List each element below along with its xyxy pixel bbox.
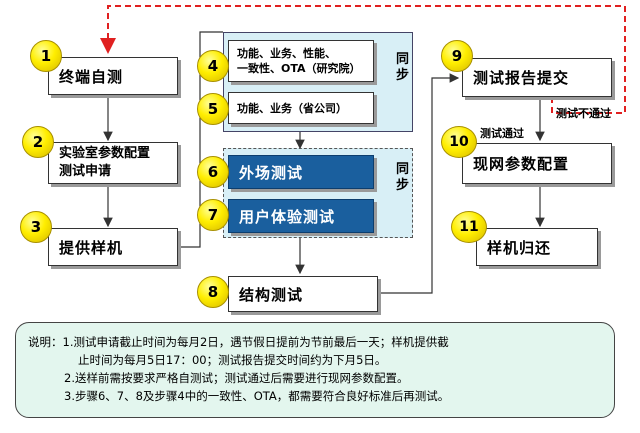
explanation-box: 说明：1.测试申请截止时间为每月2日，遇节假日提前为节前最后一天；样机提供截 止…	[15, 322, 615, 418]
step-7-label: 用户体验测试	[239, 207, 336, 226]
step-4-box: 功能、业务、性能、 一致性、OTA（研究院）	[228, 40, 374, 82]
step-9-badge: 9	[441, 40, 473, 72]
edge-label-pass: 测试通过	[480, 127, 524, 140]
step-11-box: 样机归还	[476, 228, 598, 266]
explanation-line-2: 2.送样前需按要求严格自测试；测试通过后需要进行现网参数配置。	[64, 371, 409, 385]
step-7-box: 用户体验测试	[228, 199, 374, 233]
step-1-label: 终端自测	[59, 67, 124, 86]
step-10-label: 现网参数配置	[473, 155, 570, 173]
step-9-box: 测试报告提交	[462, 58, 612, 97]
step-5-badge: 5	[197, 93, 229, 125]
explanation-prefix: 说明：	[28, 335, 63, 349]
fail-return-line	[100, 5, 626, 114]
step-4-badge: 4	[197, 50, 229, 82]
step-7-badge: 7	[197, 199, 229, 231]
step-3-badge: 3	[20, 211, 52, 243]
explanation-row-1: 说明：1.测试申请截止时间为每月2日，遇节假日提前为节前最后一天；样机提供截	[28, 333, 604, 351]
step-5-box: 功能、业务（省公司）	[228, 92, 374, 124]
step-8-badge: 8	[197, 276, 229, 308]
step-9-label: 测试报告提交	[473, 69, 570, 87]
step-4-label: 功能、业务、性能、 一致性、OTA（研究院）	[237, 47, 361, 75]
explanation-line-3: 3.步骤6、7、8及步骤4中的一致性、OTA，都需要符合良好标准后再测试。	[64, 389, 450, 403]
step-11-badge: 11	[451, 211, 487, 243]
step-3-box: 提供样机	[48, 228, 178, 266]
step-8-label: 结构测试	[239, 285, 304, 304]
step-6-badge: 6	[197, 156, 229, 188]
step-1-badge: 1	[30, 40, 62, 72]
step-5-label: 功能、业务（省公司）	[237, 101, 347, 115]
step-1-box: 终端自测	[48, 57, 178, 95]
step-10-badge: 10	[441, 126, 477, 158]
explanation-line-1b: 止时间为每月5日17：00；测试报告提交时间约为下月5日。	[78, 353, 387, 367]
sync-label-1: 同步	[396, 52, 410, 83]
step-10-box: 现网参数配置	[462, 143, 612, 184]
step-11-label: 样机归还	[487, 238, 552, 257]
step-2-badge: 2	[22, 126, 54, 158]
arrow-8-9	[378, 73, 460, 294]
sync-label-2: 同步	[396, 162, 410, 193]
arrow-3-to-group	[178, 31, 223, 248]
step-2-label: 实验室参数配置 测试申请	[59, 146, 151, 179]
step-6-label: 外场测试	[239, 163, 304, 182]
step-2-box: 实验室参数配置 测试申请	[48, 142, 178, 184]
step-8-box: 结构测试	[228, 276, 378, 312]
explanation-line-1a: 1.测试申请截止时间为每月2日，遇节假日提前为节前最后一天；样机提供截	[62, 335, 449, 349]
step-3-label: 提供样机	[59, 238, 124, 257]
step-6-box: 外场测试	[228, 155, 374, 189]
edge-label-fail: 测试不通过	[556, 107, 611, 120]
